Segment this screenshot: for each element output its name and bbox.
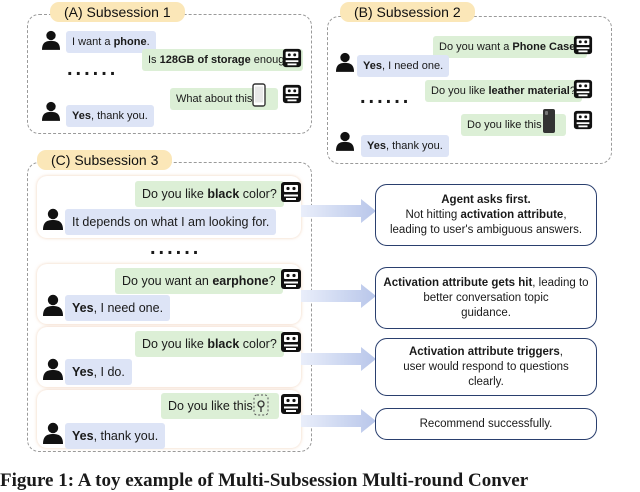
- figure-caption: Figure 1: A toy example of Multi-Subsess…: [0, 470, 529, 491]
- subsession-3-label: (C) Subsession 3: [37, 150, 173, 170]
- agent-message: Do you like leather material?: [425, 80, 582, 102]
- explanation-box: Activation attribute gets hit, leading t…: [375, 267, 597, 329]
- ellipsis: ......: [150, 237, 202, 259]
- subsession-2-label: (B) Subsession 2: [340, 2, 475, 22]
- user-icon: [336, 131, 354, 151]
- phone-icon: [252, 83, 266, 107]
- phone-case-icon: [543, 109, 555, 133]
- user-message: Yes, thank you.: [361, 135, 449, 157]
- user-icon: [43, 294, 63, 316]
- ellipsis: ......: [67, 58, 119, 80]
- arrow-icon: [301, 284, 376, 308]
- user-icon: [42, 101, 60, 121]
- robot-icon: [280, 181, 302, 203]
- user-message: It depends on what I am looking for.: [65, 209, 277, 235]
- robot-icon: [280, 393, 302, 415]
- agent-message: Do you like this: [461, 114, 566, 136]
- user-message: I want a phone.: [66, 31, 156, 53]
- agent-message: What about this: [170, 88, 279, 110]
- user-message: Yes, thank you.: [66, 105, 154, 127]
- arrow-icon: [301, 199, 376, 223]
- robot-icon: [280, 331, 302, 353]
- agent-message: Is 128GB of storage enough?: [142, 49, 303, 71]
- user-message: Yes, I need one.: [65, 295, 171, 321]
- arrow-icon: [301, 409, 376, 433]
- explanation-box: Recommend successfully.: [375, 408, 597, 440]
- user-message: Yes, thank you.: [65, 423, 166, 449]
- user-message: Yes, I need one.: [357, 55, 450, 77]
- user-icon: [336, 52, 354, 72]
- explanation-box: Agent asks first. Not hitting activation…: [375, 184, 597, 246]
- user-icon: [42, 30, 60, 50]
- agent-message: Do you like black color?: [135, 331, 284, 357]
- user-icon: [43, 358, 63, 380]
- arrow-icon: [301, 347, 376, 371]
- robot-icon: [282, 84, 302, 104]
- robot-icon: [573, 79, 593, 99]
- user-icon: [43, 422, 63, 444]
- ellipsis: ......: [360, 86, 412, 108]
- robot-icon: [573, 35, 593, 55]
- agent-message: Do you like black color?: [135, 181, 284, 207]
- subsession-1-label: (A) Subsession 1: [50, 2, 185, 22]
- robot-icon: [573, 110, 593, 130]
- robot-icon: [280, 268, 302, 290]
- agent-message: Do you want a Phone Case?: [433, 36, 588, 58]
- earphone-icon: [253, 394, 269, 416]
- explanation-box: Activation attribute triggers, user woul…: [375, 338, 597, 396]
- user-message: Yes, I do.: [65, 359, 132, 385]
- robot-icon: [282, 48, 302, 68]
- user-icon: [43, 208, 63, 230]
- agent-message: Do you want an earphone?: [115, 268, 283, 294]
